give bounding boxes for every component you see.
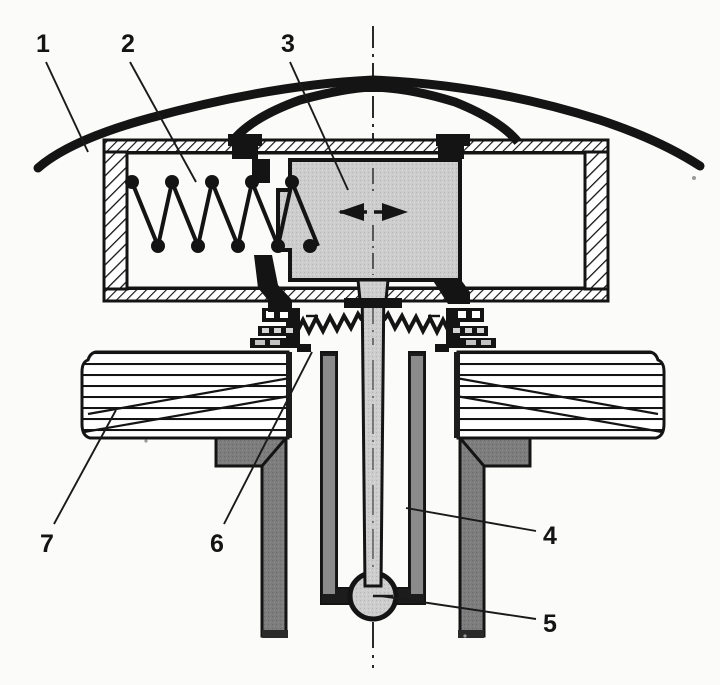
arch-feet [228,134,470,146]
callout-label-4: 4 [543,522,557,550]
right-gland-flange [428,298,496,348]
callout-label-3: 3 [281,30,295,58]
motion-arrows [338,203,408,221]
right-outlet-pipe [454,350,666,440]
callout-leaders [45,61,537,620]
bellows-seal [295,310,451,337]
piston-plate [276,158,462,308]
callout-label-2: 2 [121,30,135,58]
callout-label-7: 7 [40,530,54,558]
coil-spring [125,175,320,253]
cover-arcs [33,75,705,173]
callout-label-1: 1 [36,30,50,58]
scan-specks [144,176,696,638]
valve-stem [360,276,386,588]
lower-valve-body [214,436,532,638]
valve-chamber [320,351,426,605]
callout-label-5: 5 [543,610,557,638]
callout-label-6: 6 [210,530,224,558]
left-inlet-pipe [80,350,292,440]
